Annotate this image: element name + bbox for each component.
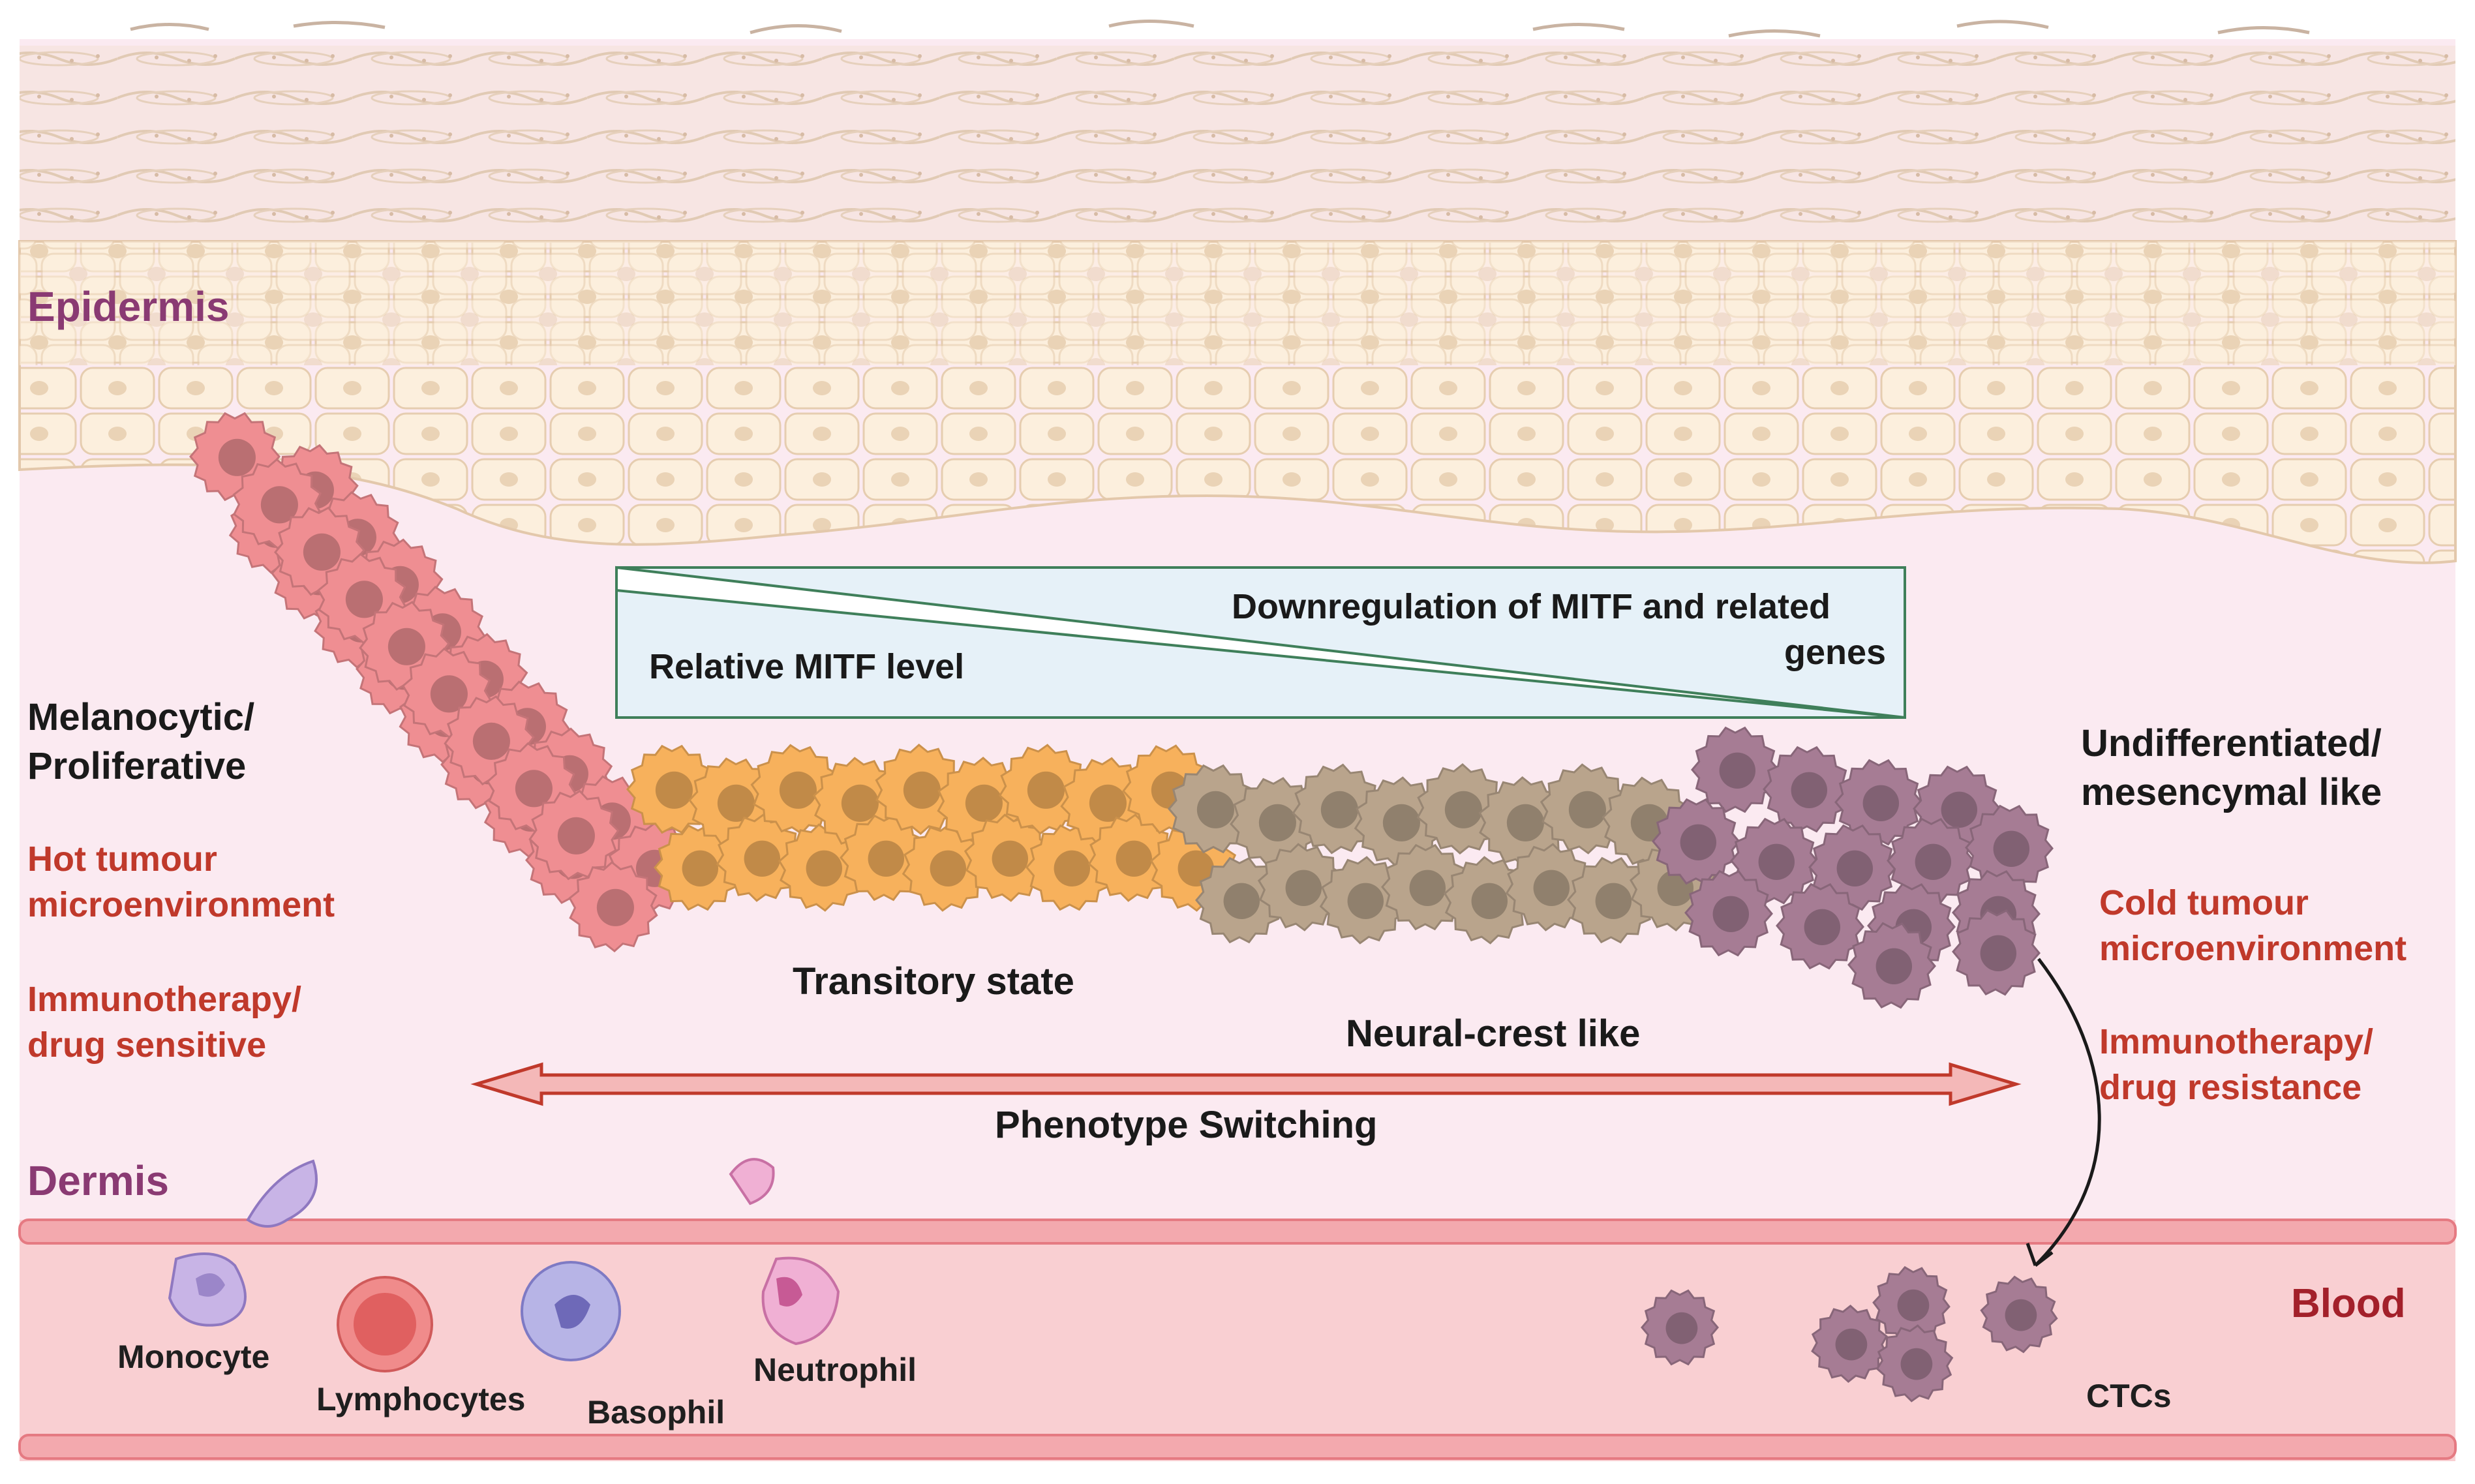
melanocytic-label-line2: Proliferative [27, 745, 247, 787]
neutrophil-cell [729, 1158, 840, 1346]
mesenchymal-cell [1847, 922, 1936, 1009]
mitf-gradient-wedge [615, 566, 1906, 719]
ctcs-label: CTCs [2086, 1378, 2172, 1414]
mitf-downregulation-label-line2: genes [1784, 633, 1887, 672]
melanocytic-cell [568, 861, 658, 952]
melanocytic-cell [528, 789, 620, 881]
monocyte-cell [168, 1159, 318, 1327]
stratum-corneum [20, 46, 2455, 241]
circulating-tumour-cell [1980, 1275, 2058, 1354]
mitf-downregulation-label-line1: Downregulation of MITF and related [1232, 587, 1830, 626]
basophil-cell [521, 1261, 621, 1361]
circulating-tumour-cell [1875, 1324, 1954, 1402]
undifferentiated-label-line2: mesencymal like [2081, 771, 2382, 813]
melanocytic-label-line1: Melanocytic/ [27, 696, 255, 738]
neural-crest-label: Neural-crest like [1346, 1012, 1641, 1055]
circulating-tumour-cell [1641, 1289, 1719, 1366]
immunotherapy-sensitive-label-line1: Immunotherapy/ [27, 980, 302, 1019]
cold-tumour-label-line2: microenvironment [2099, 929, 2407, 968]
lymphocytes-label: Lymphocytes [316, 1381, 526, 1417]
circulating-tumour-cell [1872, 1265, 1951, 1344]
mesenchymal-cell [1763, 746, 1851, 833]
neural-crest-cell [1319, 856, 1408, 945]
ctc-migration-arrow [2034, 958, 2101, 1267]
immunotherapy-sensitive-label-line2: drug sensitive [27, 1025, 267, 1065]
relative-mitf-label: Relative MITF level [649, 647, 965, 686]
mesenchymal-cell [1776, 883, 1864, 970]
undifferentiated-label-line1: Undifferentiated/ [2081, 722, 2382, 765]
vessel-wall-top [18, 1219, 2457, 1245]
transitory-cell [626, 744, 718, 834]
phenotype-switching-arrow [470, 1062, 2022, 1106]
skin-surface-flakes [130, 20, 2310, 38]
neural-crest-cell [1505, 843, 1594, 931]
lymphocyte-cell [337, 1276, 433, 1372]
dermis-label: Dermis [27, 1157, 169, 1204]
transitory-cell [964, 813, 1052, 902]
neutrophil-label: Neutrophil [753, 1352, 917, 1388]
mesenchymal-cell [1965, 804, 2054, 892]
circulating-tumour-cell [1811, 1305, 1888, 1383]
neural-crest-cell [1443, 856, 1532, 945]
immunotherapy-resistance-label-line1: Immunotherapy/ [2099, 1022, 2374, 1061]
transitory-state-label: Transitory state [793, 960, 1074, 1003]
monocyte-label: Monocyte [117, 1339, 270, 1375]
vessel-wall-bottom [18, 1434, 2457, 1460]
mesenchymal-cell [1691, 726, 1780, 813]
phenotype-switching-label: Phenotype Switching [995, 1104, 1378, 1146]
cold-tumour-label-line1: Cold tumour [2099, 883, 2309, 922]
hot-tumour-label-line2: microenvironment [27, 885, 335, 924]
mesenchymal-cell [1952, 909, 2041, 996]
neural-crest-cell [1381, 843, 1470, 931]
mesenchymal-cell [1887, 817, 1975, 905]
immunotherapy-resistance-label-line2: drug resistance [2099, 1068, 2362, 1107]
blood-label: Blood [2291, 1281, 2406, 1326]
neural-crest-cell [1168, 764, 1259, 854]
hot-tumour-label-line1: Hot tumour [27, 840, 217, 879]
mesenchymal-cell [1652, 798, 1740, 885]
mesenchymal-cell [1684, 870, 1773, 957]
basophil-label: Basophil [587, 1394, 725, 1431]
epidermis-label: Epidermis [27, 283, 230, 330]
